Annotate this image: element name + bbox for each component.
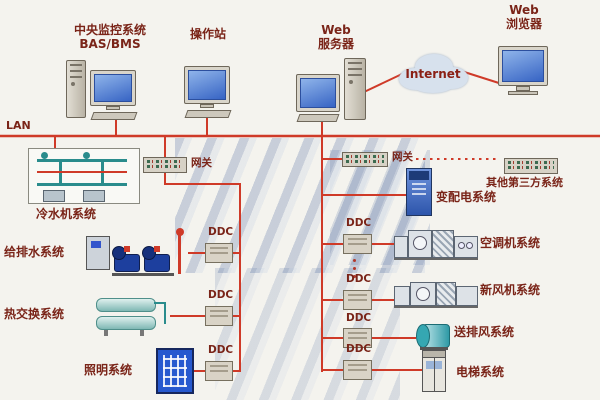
exhaust-system-label: 送排风系统 <box>454 325 515 339</box>
ddc-controller-icon <box>205 306 233 326</box>
power-cabinet-icon <box>406 168 432 216</box>
left-gateway-label: 网关 <box>191 157 212 169</box>
left-gateway-device-icon <box>143 157 187 173</box>
ddc-label: DDC <box>346 343 372 355</box>
web-server-monitor-icon <box>296 74 340 112</box>
fresh-air-unit-icon <box>394 278 478 310</box>
central-system-label-line2: BAS/BMS <box>79 37 141 51</box>
third-party-device-icon <box>504 158 558 174</box>
ahu-equipment-icon <box>394 226 478 262</box>
elevator-system-label: 电梯系统 <box>456 365 505 379</box>
ahu-system-label: 空调机系统 <box>480 236 541 250</box>
right-gateway-device-icon <box>342 152 388 167</box>
web-browser-label-line1: Web <box>509 3 539 17</box>
ddc-controller-icon <box>343 360 372 380</box>
web-browser-label-line2: 浏览器 <box>505 17 542 31</box>
monitor-stand-icon <box>516 86 530 91</box>
web-server-tower-icon <box>344 58 366 120</box>
operator-monitor-icon <box>184 66 230 104</box>
fresh-air-system-label: 新风机系统 <box>480 283 541 297</box>
exhaust-fan-icon <box>416 320 452 350</box>
central-monitor-icon <box>90 70 136 106</box>
ddc-label: DDC <box>208 344 234 356</box>
central-tower-icon <box>66 60 86 118</box>
background-watermark-pattern <box>215 268 400 400</box>
internet-cloud: Internet <box>394 50 472 96</box>
web-server-label-line1: Web <box>321 23 351 37</box>
keyboard-icon <box>296 114 340 122</box>
ddc-controller-icon <box>205 243 233 263</box>
monitor-base-icon <box>508 91 538 95</box>
power-system-label: 变配电系统 <box>436 190 497 204</box>
heat-exchange-system-label: 热交换系统 <box>4 307 65 321</box>
ddc-controller-icon <box>343 290 372 310</box>
lighting-system-label: 照明系统 <box>84 363 133 377</box>
right-gateway-label: 网关 <box>392 151 413 163</box>
ddc-label: DDC <box>346 273 372 285</box>
cloud-icon <box>399 54 468 93</box>
web-server-label-line2: 服务器 <box>317 37 354 51</box>
lighting-panel-icon <box>156 348 194 394</box>
operator-station-label: 操作站 <box>189 27 226 41</box>
monitor-stand-icon <box>106 106 120 110</box>
chiller-system-label: 冷水机系统 <box>36 207 97 221</box>
heat-exchanger-icon <box>94 292 170 338</box>
monitor-stand-icon <box>200 104 214 108</box>
central-system-label-line1: 中央监控系统 <box>73 23 146 37</box>
water-supply-system-label: 给排水系统 <box>4 245 65 259</box>
keyboard-icon <box>184 110 232 118</box>
ddc-label: DDC <box>208 226 234 238</box>
ddc-controller-icon <box>343 328 372 348</box>
water-pumps-icon <box>86 228 188 278</box>
ddc-controller-icon <box>205 361 233 381</box>
internet-label: Internet <box>405 67 461 81</box>
third-party-system-label: 其他第三方系统 <box>486 176 563 189</box>
lan-label: LAN <box>6 119 31 132</box>
web-browser-monitor-icon <box>498 46 548 86</box>
keyboard-icon <box>90 112 138 120</box>
ddc-controller-icon <box>343 234 372 254</box>
ddc-label: DDC <box>208 289 234 301</box>
more-ddc-ellipsis <box>353 259 356 278</box>
ddc-label: DDC <box>346 312 372 324</box>
elevator-icon <box>422 350 446 392</box>
chiller-equipment-icon <box>28 148 140 204</box>
ddc-label: DDC <box>346 217 372 229</box>
